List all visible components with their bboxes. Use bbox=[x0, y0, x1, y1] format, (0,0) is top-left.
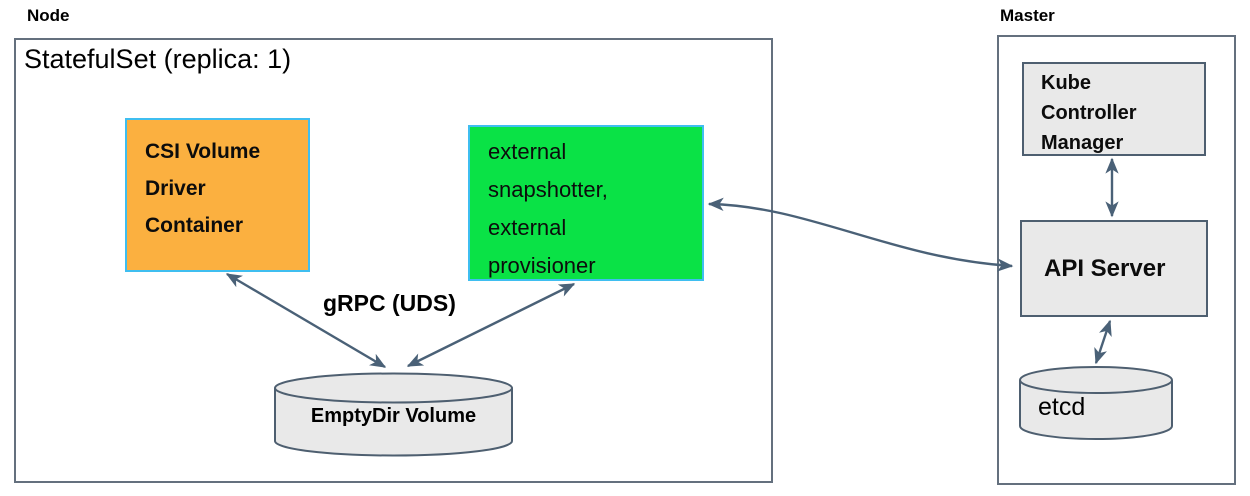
emptydir-volume-label: EmptyDir Volume bbox=[310, 405, 477, 427]
external-sidecar-box: external snapshotter, external provision… bbox=[468, 125, 704, 281]
statefulset-title: StatefulSet (replica: 1) bbox=[24, 44, 292, 74]
api-server-box: API Server bbox=[1020, 220, 1208, 317]
master-group-label: Master bbox=[1000, 6, 1055, 25]
api-server-label: API Server bbox=[1044, 254, 1166, 282]
etcd-label: etcd bbox=[1038, 393, 1086, 421]
kube-controller-manager-box: Kube Controller Manager bbox=[1022, 62, 1206, 156]
grpc-uds-label: gRPC (UDS) bbox=[323, 290, 456, 316]
node-group-label: Node bbox=[27, 6, 70, 25]
csi-volume-driver-box: CSI Volume Driver Container bbox=[125, 118, 310, 272]
